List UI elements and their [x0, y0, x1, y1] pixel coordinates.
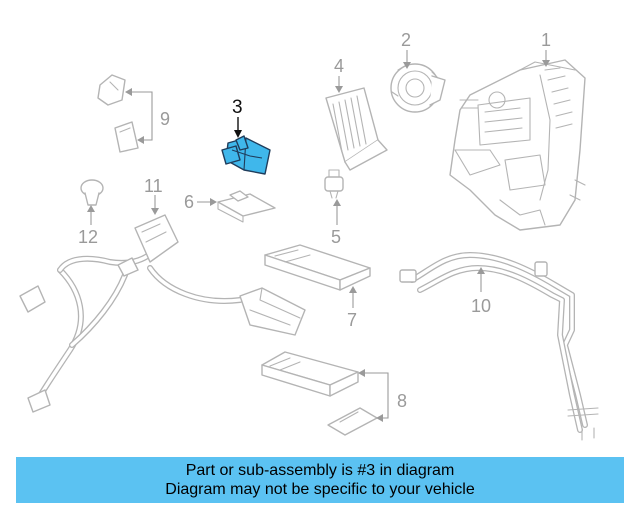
callout-12: 12 — [78, 227, 98, 247]
part-5-sensor[interactable] — [324, 169, 344, 199]
callout-2: 2 — [401, 30, 411, 50]
part-11-wiring-harness[interactable] — [19, 214, 306, 413]
callout-7: 7 — [347, 310, 357, 330]
callout-9: 9 — [160, 109, 170, 129]
callout-11: 11 — [144, 176, 163, 196]
parts-diagram: 1 2 3 4 5 6 7 8 9 10 11 12 — [19, 30, 599, 441]
part-9-clips[interactable] — [97, 74, 139, 153]
part-6-connector[interactable] — [217, 190, 276, 223]
leader-lines — [87, 50, 550, 422]
part-7-duct[interactable] — [264, 244, 371, 291]
callout-6: 6 — [184, 192, 194, 212]
part-12-grommet[interactable] — [80, 179, 104, 206]
part-1-hvac-case[interactable] — [449, 59, 586, 231]
part-2-blower-motor[interactable] — [390, 63, 446, 113]
callout-1: 1 — [541, 30, 551, 50]
callout-8: 8 — [397, 391, 407, 411]
callout-10: 10 — [471, 296, 491, 316]
part-3-highlighted[interactable] — [221, 135, 271, 175]
callout-4: 4 — [334, 56, 344, 76]
callout-3: 3 — [232, 97, 243, 118]
info-banner: Part or sub-assembly is #3 in diagram Di… — [16, 457, 624, 503]
banner-line-2: Diagram may not be specific to your vehi… — [165, 481, 475, 498]
banner-line-1: Part or sub-assembly is #3 in diagram — [185, 462, 455, 479]
callout-5: 5 — [331, 227, 341, 247]
part-10-ac-lines[interactable] — [399, 252, 599, 441]
part-8-duct-and-cover[interactable] — [261, 351, 378, 436]
part-4-heater-core[interactable] — [325, 87, 388, 171]
